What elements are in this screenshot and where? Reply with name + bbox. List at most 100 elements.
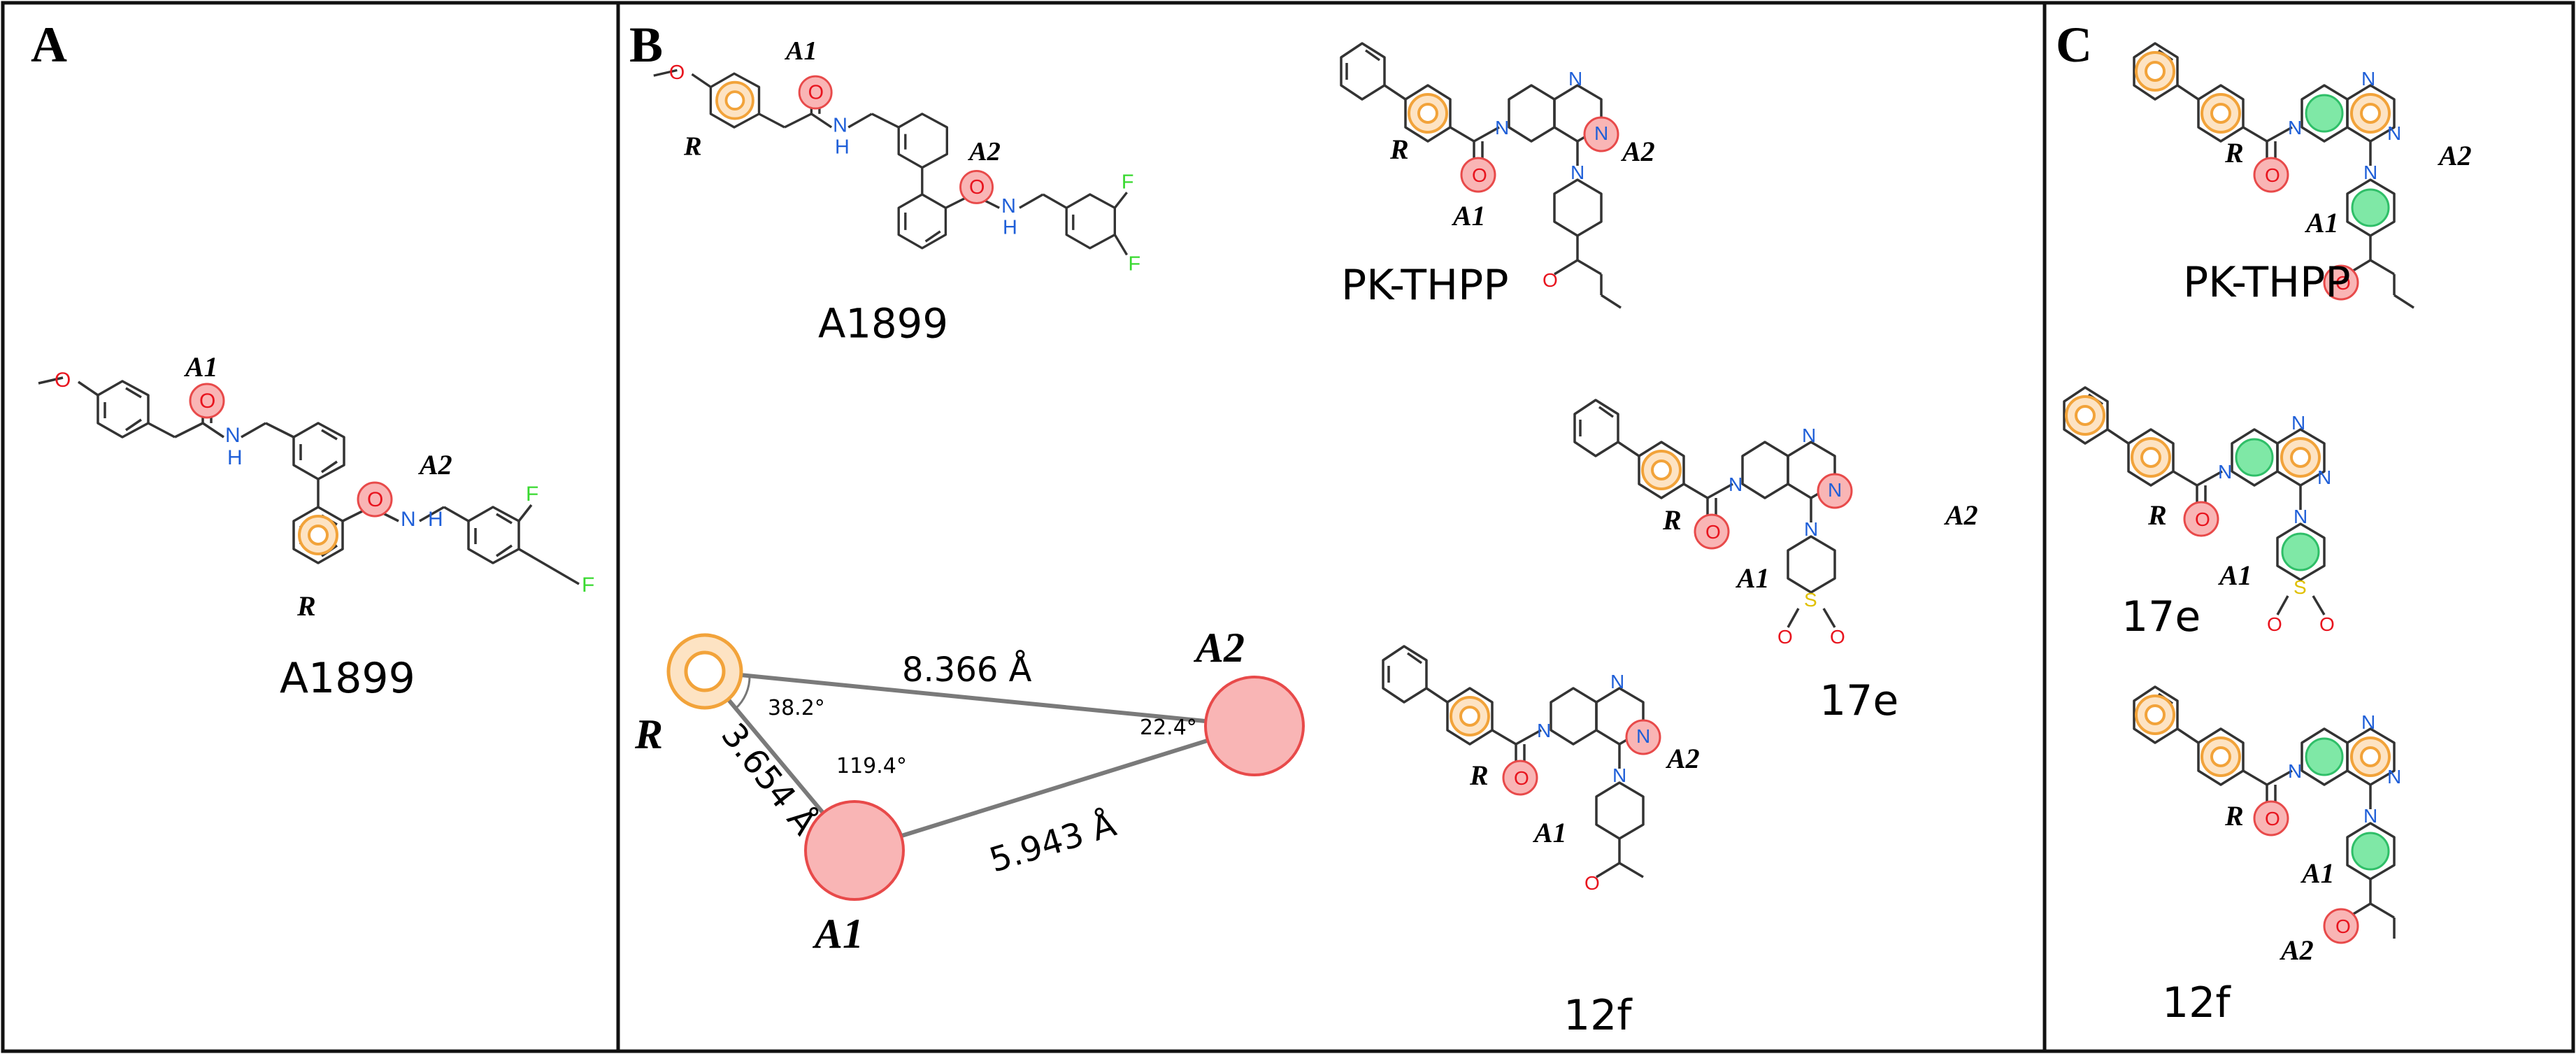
c-17e-n2: N <box>2317 467 2331 488</box>
c-pkthpp-n1: N <box>2361 68 2375 90</box>
compound-name-17e-c: 17e <box>2121 592 2201 641</box>
compound-name-pkthpp-b: PK-THPP <box>1341 261 1509 310</box>
label-r-triangle: R <box>634 711 663 757</box>
compound-name-17e-b: 17e <box>1819 676 1898 725</box>
b-17e-s: S <box>1804 589 1817 611</box>
label-r-panel-a: R <box>296 590 316 622</box>
atom-o-methoxy: O <box>55 369 71 392</box>
label-a2-12f-c: A2 <box>2279 934 2314 966</box>
label-a1-pkthpp-b: A1 <box>1451 200 1486 232</box>
label-a1-panel-a: A1 <box>183 351 218 383</box>
atom-n-1: N <box>225 424 241 447</box>
c-12f-o1: O <box>2265 808 2280 829</box>
label-a2-17e-b: A2 <box>1943 499 1978 531</box>
b-17e-n3: N <box>1729 473 1743 495</box>
panel-b-structure-pkthpp: N N N N O O A1 A2 R PK-THPP <box>1340 42 1655 310</box>
atom-n-2: N <box>401 508 416 531</box>
panel-c-structure-pkthpp: N N N N O O A1 A2 R PK-THPP <box>2133 42 2472 309</box>
label-a1-pkthpp-c: A1 <box>2304 207 2339 238</box>
b-12f-n4: N <box>1612 764 1626 786</box>
label-a1-panel-b: A1 <box>785 36 817 66</box>
c-pkthpp-o2: O <box>2335 272 2351 294</box>
c-pkthpp-n2: N <box>2387 122 2401 144</box>
c-pkthpp-n3: N <box>2288 117 2302 138</box>
feature-a2-acceptor <box>1204 676 1305 776</box>
b-atom-o-a2: O <box>969 176 985 199</box>
label-a2-12f-b: A2 <box>1665 743 1700 774</box>
panel-a-structure-a1899: O O N H O N H F F A1 A2 R A1899 <box>38 351 594 703</box>
b-pkthpp-o1: O <box>1472 164 1487 186</box>
panel-b-structure-12f: N N N N O O A1 A2 R 12f <box>1382 645 1700 1040</box>
c-17e-o1: O <box>2195 508 2210 530</box>
panel-label-c: C <box>2056 17 2092 73</box>
distance-a1-a2: 5.943 Å <box>985 804 1120 881</box>
c-17e-n1: N <box>2291 412 2305 434</box>
atom-f-2: F <box>582 574 594 597</box>
atom-h-2: H <box>428 508 443 531</box>
b-pkthpp-n1: N <box>1568 68 1582 90</box>
label-r-pkthpp-b: R <box>1389 134 1409 165</box>
b-12f-n3: N <box>1537 720 1551 741</box>
b-pkthpp-n4: N <box>1570 162 1584 183</box>
label-a2-panel-b: A2 <box>968 137 1001 166</box>
label-a1-17e-b: A1 <box>1735 562 1770 594</box>
b-17e-o3: O <box>1830 626 1845 648</box>
c-17e-o3: O <box>2319 613 2335 635</box>
c-12f-n2: N <box>2387 766 2401 788</box>
c-pkthpp-o1: O <box>2265 164 2280 186</box>
b-atom-o-methoxy: O <box>669 62 685 84</box>
label-r-17e-c: R <box>2147 499 2167 531</box>
b-17e-o2: O <box>1777 626 1793 648</box>
b-12f-o1: O <box>1514 767 1529 789</box>
label-a2-panel-a: A2 <box>417 449 452 480</box>
angle-a1: 119.4° <box>836 754 907 778</box>
label-a1-12f-c: A1 <box>2300 857 2335 889</box>
panel-b-structure-a1899: O O N H O N H F F A1 A2 R A1899 <box>653 36 1140 347</box>
label-a2-pkthpp-b: A2 <box>1620 136 1655 167</box>
label-r-panel-b: R <box>683 131 702 161</box>
b-17e-o1: O <box>1705 521 1721 543</box>
c-12f-n4: N <box>2363 805 2377 827</box>
angle-a2: 22.4° <box>1140 715 1197 740</box>
c-17e-s: S <box>2294 576 2307 598</box>
panel-label-b: B <box>629 17 663 73</box>
compound-name-a1899-panel-a: A1899 <box>280 654 415 703</box>
panel-c-structure-12f: N N N N O O A1 A2 R 12f <box>2133 685 2401 1027</box>
panel-b-structure-17e: N N N N O S O O A1 A2 R 17e <box>1573 399 1978 725</box>
panel-label-a: A <box>31 17 67 73</box>
atom-o-a2: O <box>367 488 383 511</box>
angle-r: 38.2° <box>768 696 825 720</box>
compound-name-12f-c: 12f <box>2162 978 2231 1027</box>
label-r-pkthpp-c: R <box>2224 137 2244 169</box>
c-17e-o2: O <box>2267 613 2282 635</box>
c-pkthpp-n4: N <box>2363 162 2377 183</box>
b-17e-n1: N <box>1802 425 1816 446</box>
b-pkthpp-n3: N <box>1495 117 1509 138</box>
b-12f-o2: O <box>1584 872 1600 894</box>
c-12f-n3: N <box>2288 760 2302 782</box>
atom-f-1: F <box>526 483 538 506</box>
label-a2-triangle: A2 <box>1193 625 1245 671</box>
c-17e-n4: N <box>2294 506 2307 527</box>
b-atom-f-1: F <box>1122 171 1134 193</box>
label-r-12f-b: R <box>1469 760 1489 791</box>
compound-name-a1899-panel-b: A1899 <box>818 300 948 347</box>
pharmacophore-model: R A1 A2 8.366 Å 3.654 Å 5.943 Å 38.2° 11… <box>634 625 1305 957</box>
b-atom-h-2: H <box>1003 217 1017 239</box>
c-12f-n1: N <box>2361 711 2375 733</box>
label-a2-pkthpp-c: A2 <box>2437 140 2472 171</box>
c-12f-o2: O <box>2335 916 2351 937</box>
feature-a1-acceptor <box>804 800 905 901</box>
b-atom-o-a1: O <box>808 82 824 104</box>
b-12f-n2: N <box>1636 725 1650 747</box>
atom-h-1: H <box>227 446 243 469</box>
atom-o-a1: O <box>199 390 215 413</box>
distance-r-a2: 8.366 Å <box>902 650 1032 690</box>
b-atom-h-1: H <box>835 136 850 158</box>
label-a1-triangle: A1 <box>812 911 864 957</box>
label-a1-17e-c: A1 <box>2217 560 2252 591</box>
b-17e-n2: N <box>1828 479 1842 501</box>
b-12f-n1: N <box>1610 671 1624 692</box>
